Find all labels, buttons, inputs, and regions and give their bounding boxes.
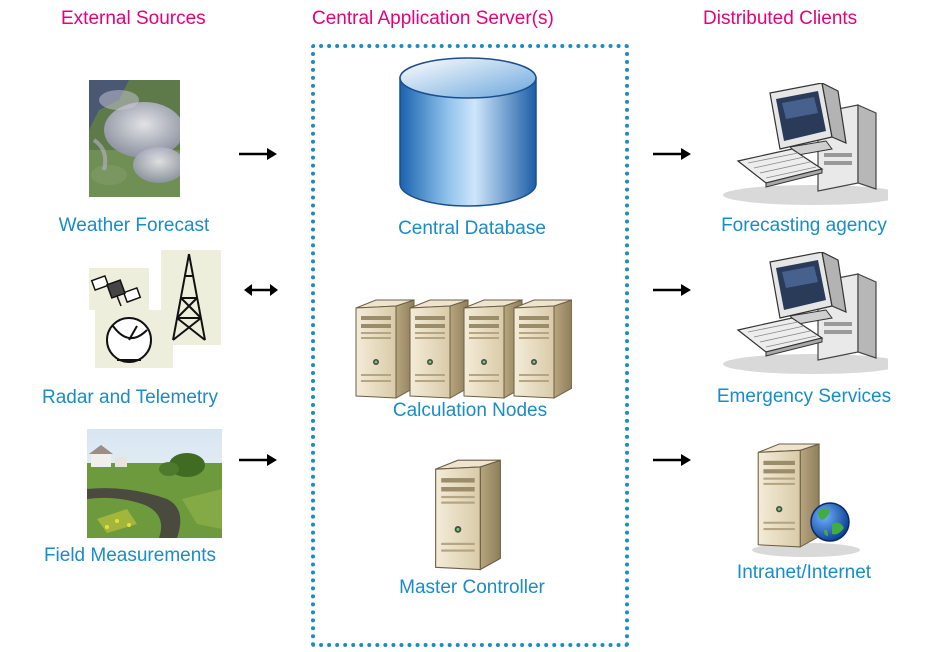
- label-intranet-internet: Intranet/Internet: [736, 562, 872, 583]
- label-radar-and-telemetry: Radar and Telemetry: [41, 387, 219, 408]
- server-tower-icon: [463, 299, 523, 399]
- server-tower-icon: [513, 299, 572, 399]
- arrow-weather-to-central: [239, 148, 277, 160]
- web-server-globe-icon: [752, 443, 860, 557]
- desktop-computer-icon: [722, 252, 888, 375]
- master-controller-server-icon: [435, 459, 501, 571]
- field-photo-icon: [87, 429, 222, 538]
- arrow-radar-bidirectional: [244, 284, 278, 296]
- arrow-field-to-central: [239, 454, 277, 466]
- label-central-database: Central Database: [398, 218, 546, 239]
- database-cylinder-icon: [399, 57, 537, 207]
- header-distributed-clients: Distributed Clients: [703, 8, 858, 29]
- desktop-computer-icon: [722, 83, 888, 206]
- label-emergency-services: Emergency Services: [716, 386, 892, 407]
- label-calculation-nodes: Calculation Nodes: [392, 400, 548, 421]
- label-field-measurements: Field Measurements: [43, 545, 217, 566]
- server-tower-icon: [355, 299, 415, 399]
- header-central-application-servers: Central Application Server(s): [312, 8, 554, 29]
- arrow-central-to-emergency: [653, 284, 691, 296]
- satellite-weather-image-icon: [89, 80, 180, 197]
- label-forecasting-agency: Forecasting agency: [721, 215, 887, 236]
- arrow-central-to-forecasting: [653, 148, 691, 160]
- central-servers-boundary: [311, 44, 629, 647]
- calculation-nodes-icon: [355, 299, 572, 399]
- radar-telemetry-icon: [89, 250, 221, 368]
- arrow-central-to-intranet: [653, 454, 691, 466]
- header-external-sources: External Sources: [61, 8, 206, 29]
- label-weather-forecast: Weather Forecast: [58, 215, 210, 236]
- label-master-controller: Master Controller: [399, 577, 545, 598]
- server-tower-icon: [409, 299, 469, 399]
